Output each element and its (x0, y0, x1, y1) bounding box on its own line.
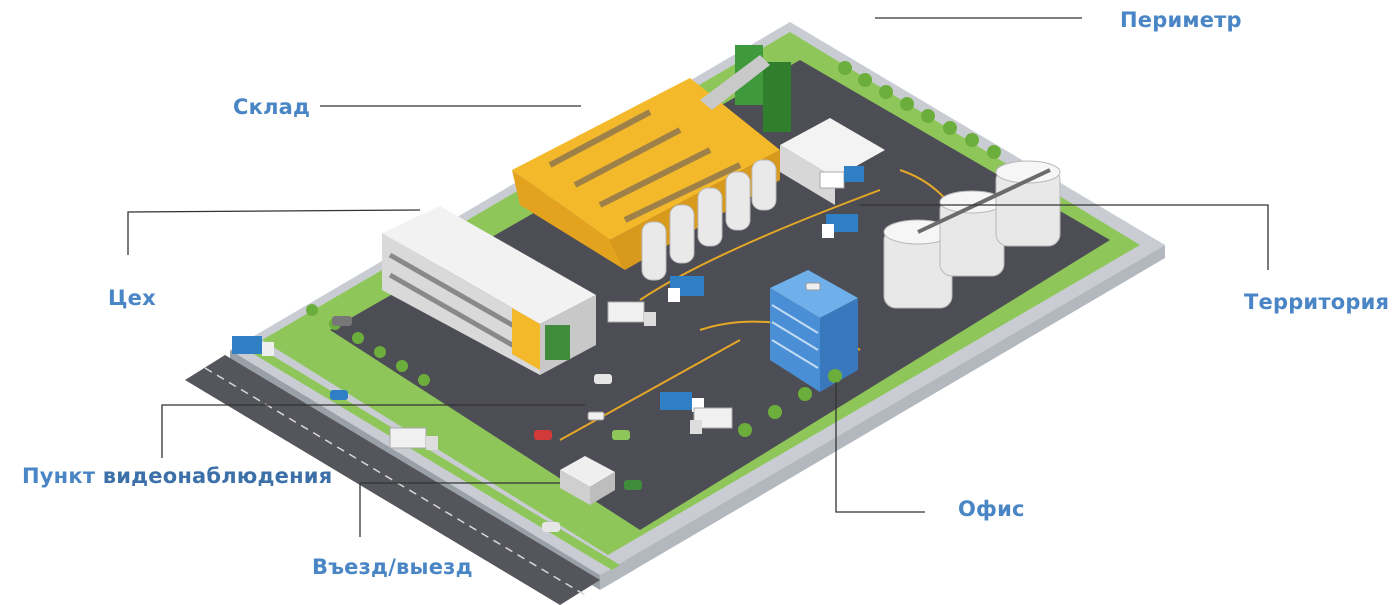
workshop-building (382, 206, 596, 375)
cars (330, 316, 642, 532)
label-perimeter: Периметр (1120, 8, 1242, 32)
leader-territory (860, 204, 1269, 270)
conveyor (700, 45, 791, 132)
label-workshop: Цех (108, 286, 156, 310)
trucks (232, 166, 864, 450)
guard-booth (560, 456, 615, 505)
leader-office (835, 382, 925, 513)
label-territory: Территория (1244, 290, 1390, 314)
leader-workshop (127, 209, 421, 255)
cctv-cameras (587, 282, 821, 421)
truck (232, 336, 274, 356)
street (185, 345, 620, 605)
silos (641, 159, 777, 281)
storage-tanks (883, 160, 1061, 309)
label-cctv-point: Пункт видеонаблюдения (22, 464, 332, 488)
leader-gate (359, 482, 560, 537)
label-office: Офис (958, 497, 1025, 521)
truck (607, 301, 656, 326)
truck (389, 427, 438, 450)
truck (668, 276, 704, 302)
leader-cctv (161, 404, 585, 458)
truck (822, 214, 858, 238)
label-cctv-part2: видеонаблюдения (102, 464, 333, 488)
label-entry-exit: Въезд/выезд (312, 555, 473, 579)
trees (306, 61, 1001, 437)
label-warehouse: Склад (233, 95, 311, 119)
leader-lines (127, 17, 1269, 537)
label-cctv-part1: Пункт (22, 464, 96, 488)
office-building (770, 270, 858, 392)
truck (819, 166, 864, 189)
service-station (780, 118, 885, 205)
truck (690, 407, 733, 434)
